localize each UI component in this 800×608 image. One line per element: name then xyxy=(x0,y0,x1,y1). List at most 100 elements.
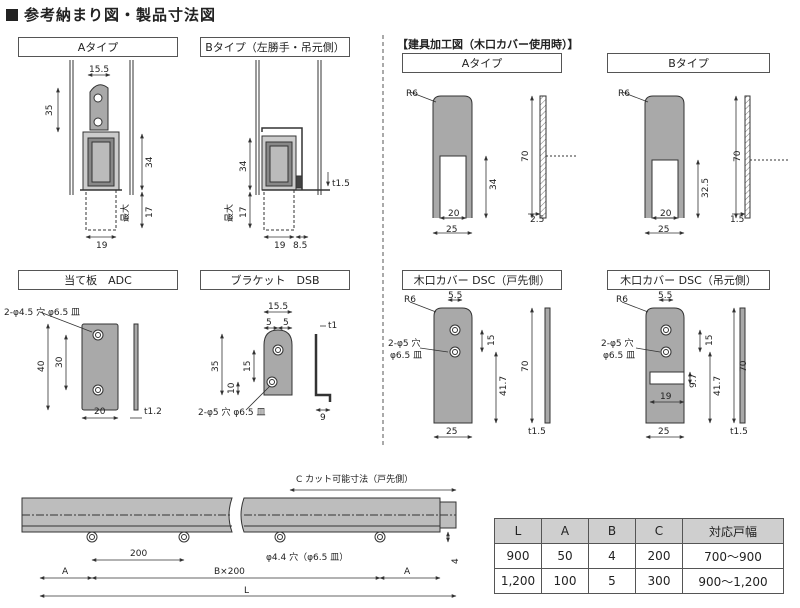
table-cell: 300 xyxy=(635,568,683,594)
dim-br-t1: t1 xyxy=(328,321,337,331)
dim-pa-20: 20 xyxy=(448,209,460,219)
dim-pa-34: 34 xyxy=(489,178,499,190)
dim-br-5a: 5 xyxy=(266,318,272,328)
dim-pa-r6: R6 xyxy=(406,89,418,99)
b-type-dims xyxy=(248,137,330,239)
proc-a-drawing xyxy=(432,95,578,219)
table-cell: 50 xyxy=(541,543,589,569)
dim-p-40: 40 xyxy=(37,360,47,372)
dim-ch-41-7: 41.7 xyxy=(713,376,723,396)
dim-pa-25: 25 xyxy=(446,225,457,235)
dim-cd-70: 70 xyxy=(521,360,531,372)
a-type-dims xyxy=(56,73,144,239)
rail-hole-label: φ4.4 穴（φ6.5 皿） xyxy=(266,551,348,563)
dim-ch-19: 19 xyxy=(660,392,672,402)
table-header: B xyxy=(588,518,636,544)
label-proc-a: Aタイプ xyxy=(402,53,562,73)
dim-a-34: 34 xyxy=(145,156,155,168)
dim-p-20: 20 xyxy=(94,407,106,417)
label-processing: 【建具加工図（木口カバー使用時）】 xyxy=(397,38,579,51)
title-text: 参考納まり図・製品寸法図 xyxy=(24,6,217,24)
label-cover-door: 木口カバー DSC（戸先側） xyxy=(402,270,562,290)
dim-br-10: 10 xyxy=(227,382,237,394)
dim-b-t1-5: t1.5 xyxy=(332,179,350,189)
plate-drawing xyxy=(81,323,139,411)
label-plate: 当て板 ADC xyxy=(18,270,178,290)
table-row: 900 50 4 200 700～900 xyxy=(494,543,784,569)
dim-a-19: 19 xyxy=(96,241,108,251)
proc-b-dims xyxy=(621,91,746,235)
dim-pa-2-5: 2.5 xyxy=(530,215,544,225)
dim-ch-r6: R6 xyxy=(616,295,628,305)
dim-pb-25: 25 xyxy=(658,225,669,235)
cover-door-drawing xyxy=(433,307,551,424)
dim-a-17: 17 xyxy=(145,207,155,218)
dim-br-35: 35 xyxy=(211,361,221,372)
dim-pb-70: 70 xyxy=(733,150,743,162)
dim-rail-l: L xyxy=(244,586,249,596)
dim-b-8-5: 8.5 xyxy=(293,241,307,251)
dim-b-19: 19 xyxy=(274,241,286,251)
table-cell: 700～900 xyxy=(682,543,784,569)
spec-table: L A B C 対応戸幅 900 50 4 200 700～900 1,200 … xyxy=(494,518,784,594)
dim-br-5b: 5 xyxy=(283,318,289,328)
ch-hole2: φ6.5 皿 xyxy=(603,351,635,361)
label-bracket: ブラケット DSB xyxy=(200,270,350,290)
proc-a-dims xyxy=(409,91,541,235)
table-row: 1,200 100 5 300 900～1,200 xyxy=(494,568,784,594)
bracket-hole-label: 2-φ5 穴 φ6.5 皿 xyxy=(198,406,265,418)
page-title: 参考納まり図・製品寸法図 xyxy=(6,4,216,25)
cover-hinge-dims xyxy=(621,298,736,439)
dim-pb-1-5: 1.5 xyxy=(730,215,744,225)
plate-dims xyxy=(39,311,142,420)
proc-b-drawing xyxy=(644,95,790,219)
plate-hole-label: 2-φ4.5 穴 φ6.5 皿 xyxy=(4,306,80,318)
dim-br-15: 15 xyxy=(243,361,253,372)
dim-cd-5-5: 5.5 xyxy=(448,291,462,301)
dim-cd-41-7: 41.7 xyxy=(499,376,509,396)
table-cell: 4 xyxy=(588,543,636,569)
dim-br-9: 9 xyxy=(320,413,326,423)
table-cell: 5 xyxy=(588,568,636,594)
rail-cut-label: C カット可能寸法（戸先側） xyxy=(296,473,413,485)
dim-b-17: 17 xyxy=(239,207,249,218)
dim-rail-bx: B×200 xyxy=(214,567,245,577)
dim-a-15-5: 15.5 xyxy=(89,65,109,75)
dim-pa-70: 70 xyxy=(521,150,531,162)
dim-ch-15: 15 xyxy=(705,335,715,346)
dim-rail-4: 4 xyxy=(451,558,461,564)
dim-cd-r6: R6 xyxy=(404,295,416,305)
table-header-row: L A B C 対応戸幅 xyxy=(494,518,784,544)
dim-a-35: 35 xyxy=(45,105,55,116)
dim-ch-9-7: 9.7 xyxy=(689,374,699,388)
dim-pb-r6: R6 xyxy=(618,89,630,99)
dim-ch-t1-5: t1.5 xyxy=(730,427,748,437)
dim-ch-25: 25 xyxy=(658,427,669,437)
cover-door-dims xyxy=(409,298,534,439)
table-cell: 1,200 xyxy=(494,568,542,594)
dim-ch-70: 70 xyxy=(739,360,749,372)
dim-pb-20: 20 xyxy=(660,209,672,219)
rail-drawing xyxy=(21,497,457,543)
table-header: 対応戸幅 xyxy=(682,518,784,544)
cd-hole1: 2-φ5 穴 xyxy=(388,337,421,349)
dim-cd-15: 15 xyxy=(487,335,497,346)
dim-ch-5-5: 5.5 xyxy=(658,291,672,301)
table-cell: 100 xyxy=(541,568,589,594)
table-header: L xyxy=(494,518,542,544)
dim-cd-t1-5: t1.5 xyxy=(528,427,546,437)
table-header: C xyxy=(635,518,683,544)
label-proc-b: Bタイプ xyxy=(607,53,770,73)
b-type-drawing xyxy=(255,60,330,231)
label-a-type: Aタイプ xyxy=(18,37,178,57)
label-b-type: Bタイプ（左勝手・吊元側） xyxy=(200,37,350,57)
dim-rail-a1: A xyxy=(62,567,69,577)
cover-hinge-drawing xyxy=(645,307,746,424)
table-header: A xyxy=(541,518,589,544)
dim-pb-32-5: 32.5 xyxy=(701,178,711,198)
square-bullet-icon xyxy=(6,9,18,21)
dim-p-t1-2: t1.2 xyxy=(144,407,162,417)
bracket-dims xyxy=(220,310,331,412)
table-cell: 900～1,200 xyxy=(682,568,784,594)
dim-b-34: 34 xyxy=(239,160,249,172)
